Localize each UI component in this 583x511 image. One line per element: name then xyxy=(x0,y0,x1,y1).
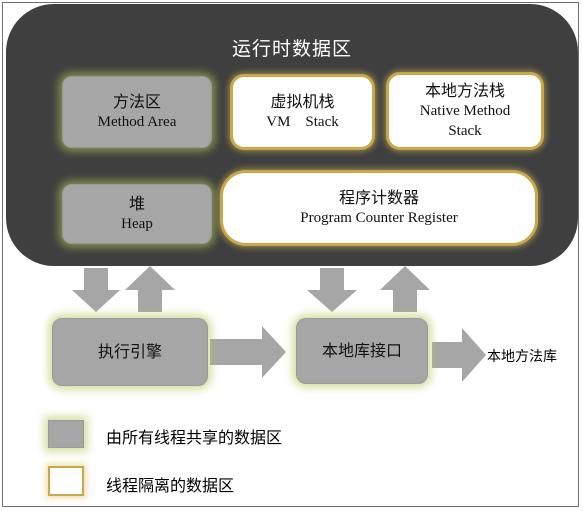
arrow-up-from-native-interface xyxy=(380,266,430,312)
native-stack-en2: Stack xyxy=(448,123,482,139)
native-stack-en1: Native Method xyxy=(419,103,511,119)
arrow-down-to-execution-engine xyxy=(72,268,120,312)
method-area-en: Method Area xyxy=(97,114,177,130)
arrow-native-interface-to-library xyxy=(432,328,486,382)
heap-cn: 堆 xyxy=(128,194,145,213)
heap-box: 堆 Heap xyxy=(62,184,212,244)
pc-register-en: Program Counter Register xyxy=(300,210,458,226)
arrow-up-from-execution-engine xyxy=(125,266,175,312)
heap-en: Heap xyxy=(121,216,153,232)
runtime-data-area-title: 运行时数据区 xyxy=(231,38,352,60)
native-interface-label: 本地库接口 xyxy=(321,341,402,360)
legend-private-swatch xyxy=(48,466,84,496)
native-method-stack-box: 本地方法栈 Native Method Stack xyxy=(386,72,544,150)
execution-engine-box: 执行引擎 xyxy=(52,318,208,386)
legend-shared-text: 由所有线程共享的数据区 xyxy=(106,428,283,447)
vm-stack-cn: 虚拟机栈 xyxy=(270,92,335,111)
native-interface-box: 本地库接口 xyxy=(296,318,428,384)
native-stack-cn: 本地方法栈 xyxy=(424,81,505,100)
method-area-cn: 方法区 xyxy=(112,92,161,111)
native-library-label: 本地方法库 xyxy=(487,349,557,365)
execution-engine-label: 执行引擎 xyxy=(97,342,162,361)
legend-private-text: 线程隔离的数据区 xyxy=(106,476,235,495)
arrow-execution-to-native-interface xyxy=(210,326,286,378)
vm-stack-box: 虚拟机栈 VM Stack xyxy=(230,74,375,150)
diagram-frame xyxy=(2,2,579,507)
method-area-box: 方法区 Method Area xyxy=(62,76,212,148)
pc-register-cn: 程序计数器 xyxy=(338,188,419,207)
legend-shared-swatch xyxy=(48,420,84,448)
arrow-down-to-native-interface xyxy=(307,268,357,312)
vm-stack-en: VM Stack xyxy=(266,114,339,130)
program-counter-register-box: 程序计数器 Program Counter Register xyxy=(220,170,538,246)
